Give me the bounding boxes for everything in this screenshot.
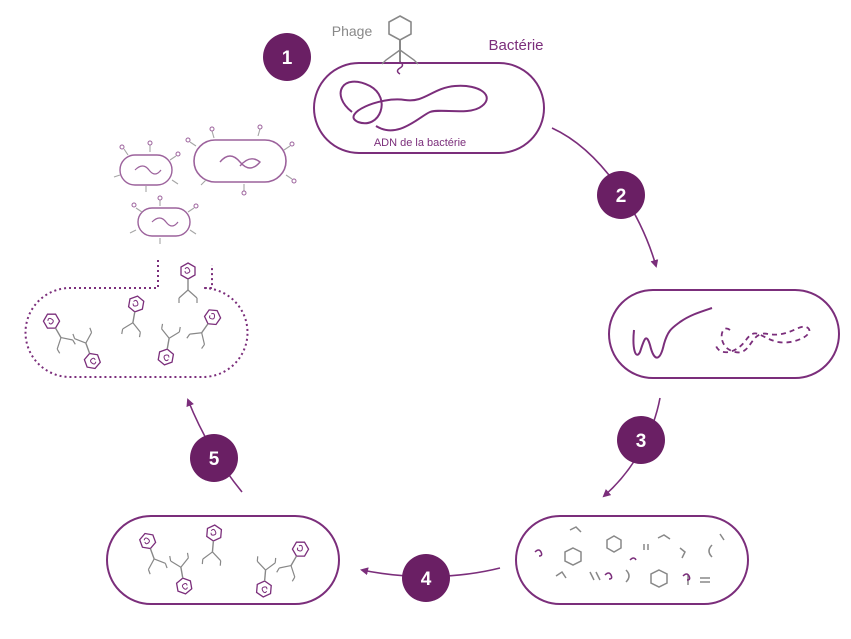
step-badge-4: 4 (402, 554, 450, 602)
step-4-bacterium (106, 515, 340, 605)
svg-text:2: 2 (616, 186, 627, 207)
svg-text:3: 3 (636, 431, 647, 452)
step-badge-3: 3 (617, 416, 665, 464)
svg-text:5: 5 (209, 449, 220, 470)
bacteria-label: Bactérie (488, 37, 543, 54)
step-badge-5: 5 (190, 434, 238, 482)
cycle-arrows (186, 127, 661, 578)
bacteria-dna-label: ADN de la bactérie (374, 137, 466, 149)
released-phages (113, 124, 297, 244)
step-3-bacterium (515, 515, 749, 605)
step-1-bacterium: ADN de la bactérie (313, 62, 545, 154)
step-5-bacterium (24, 260, 249, 378)
phage-attaching (381, 15, 419, 75)
svg-text:1: 1 (282, 48, 293, 69)
svg-text:4: 4 (421, 569, 432, 590)
step-2-bacterium (608, 289, 840, 379)
step-badge-2: 2 (597, 171, 645, 219)
phage-label: Phage (332, 23, 373, 39)
step-badge-1: 1 (263, 33, 311, 81)
